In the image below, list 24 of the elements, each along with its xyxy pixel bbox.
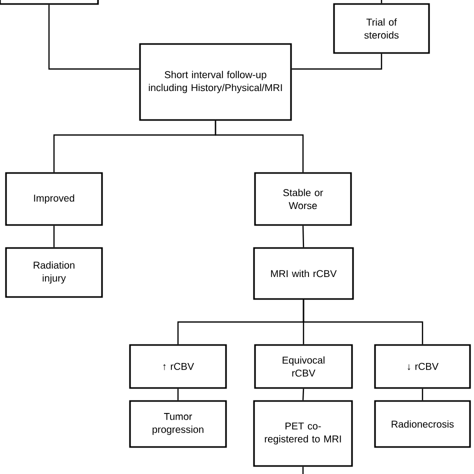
connector-line bbox=[380, 0, 382, 4]
connector-line bbox=[302, 300, 424, 344]
connector-line bbox=[53, 226, 55, 248]
process-box: ↓ rCBV bbox=[374, 344, 471, 389]
process-box: Improved bbox=[5, 172, 103, 226]
process-box: Short interval follow-up including History/Physical/MRI bbox=[139, 43, 292, 121]
process-box: Stable or Worse bbox=[254, 172, 352, 226]
connector-line bbox=[302, 466, 304, 474]
process-box: Tumor progression bbox=[129, 400, 227, 448]
process-box: MRI with rCBV bbox=[253, 247, 354, 300]
connector-line bbox=[292, 54, 382, 70]
connector-line bbox=[177, 388, 179, 400]
process-box: PET co-registered to MRI bbox=[253, 400, 353, 467]
process-box: Radiation injury bbox=[5, 247, 103, 298]
process-box: Radionecrosis bbox=[374, 400, 471, 448]
process-box: ↑ rCBV bbox=[129, 344, 227, 389]
connector-line bbox=[302, 226, 304, 248]
process-box: Trial of steroids bbox=[333, 3, 430, 54]
box bbox=[0, 0, 99, 5]
connector-line bbox=[48, 4, 140, 70]
connector-line bbox=[214, 120, 304, 172]
process-box: Equivocal rCBV bbox=[254, 344, 353, 389]
connector-line bbox=[422, 388, 424, 400]
connector-line bbox=[302, 388, 304, 400]
